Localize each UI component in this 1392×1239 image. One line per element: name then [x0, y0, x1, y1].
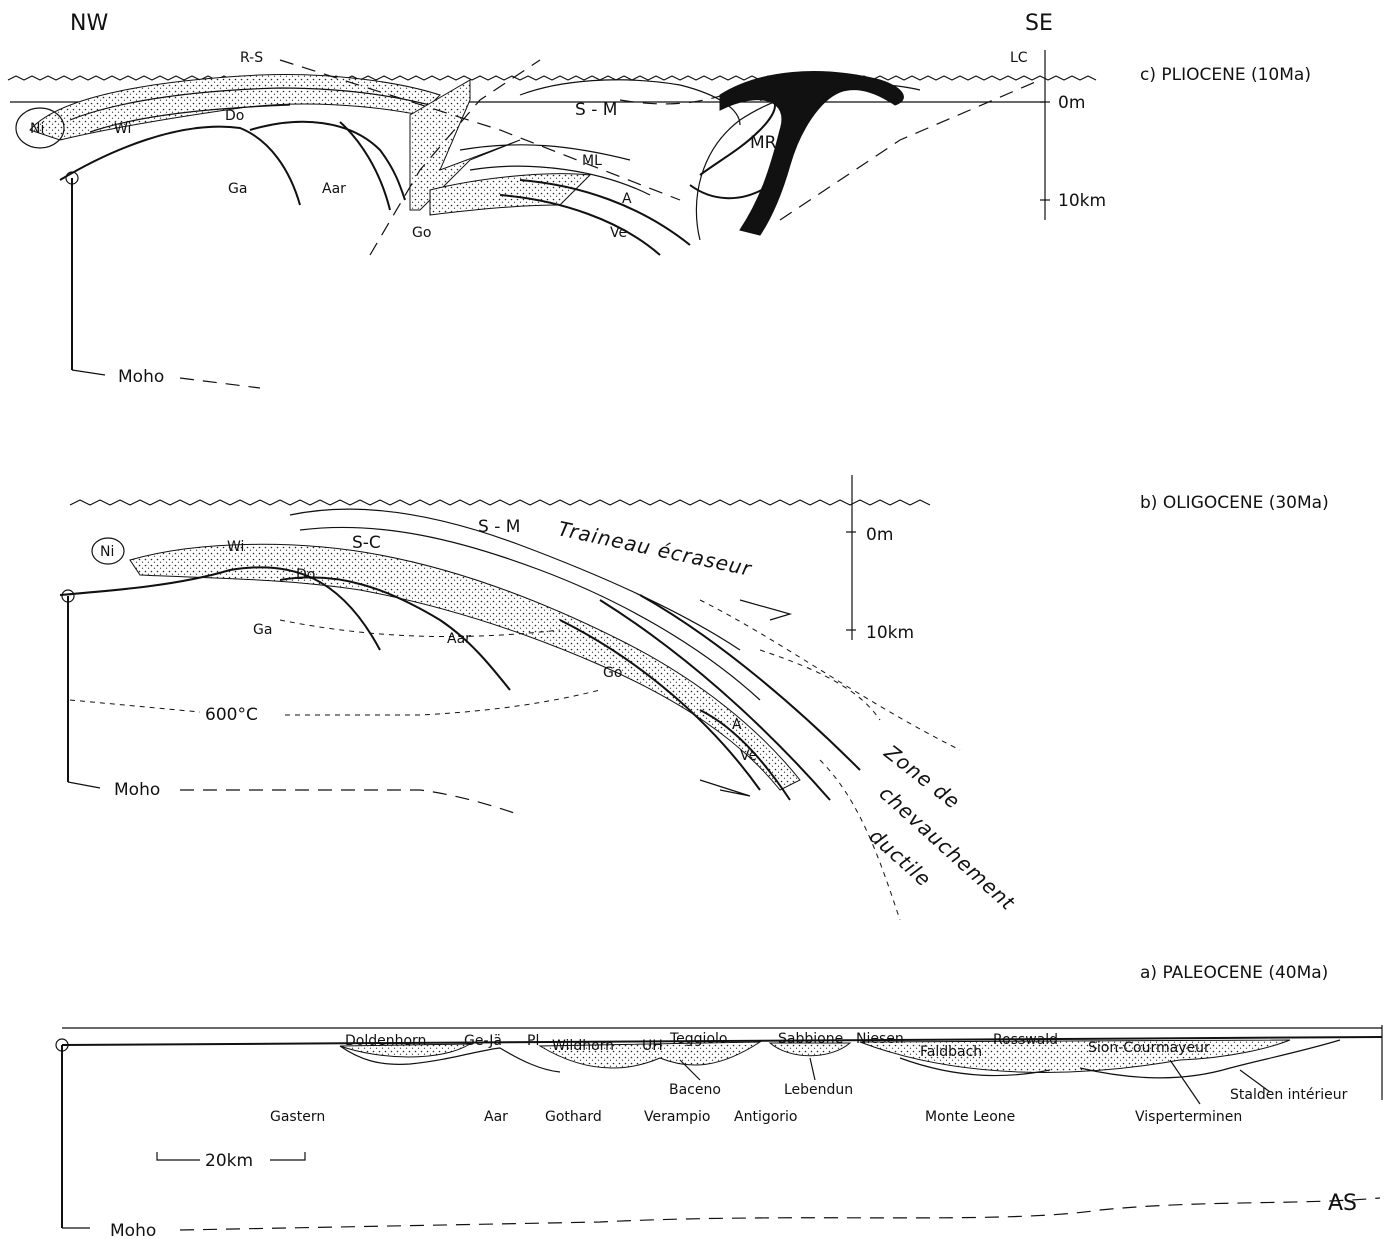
panel-c-label-do: Do [225, 108, 244, 124]
panel-a-label-baceno: Baceno [669, 1082, 721, 1098]
panel-c-label-rs: R-S [240, 50, 263, 66]
panel-a-label-uh: UH [642, 1038, 663, 1054]
panel-a-label-sion: Sion-Courmayeur [1088, 1040, 1210, 1056]
panel-c-scale-depth: 10km [1058, 191, 1106, 211]
panel-b-label-ve: Ve [740, 748, 757, 764]
panel-b-scale-zero: 0m [866, 525, 893, 545]
panel-b-moho: Moho [114, 780, 160, 800]
panel-b-label-a: A [732, 717, 742, 733]
panel-a-label-monteleone: Monte Leone [925, 1109, 1015, 1125]
panel-c-label-mr: MR [750, 133, 777, 153]
panel-a-label-doldenhorn: Doldenhorn [345, 1033, 426, 1049]
panel-b-nappe-pile [130, 544, 800, 790]
panel-c-label-lc: LC [1010, 50, 1028, 66]
panel-b-label-ni: Ni [100, 544, 114, 560]
panel-a-label-wildhorn: Wildhorn [552, 1038, 614, 1054]
panel-a-label-verampio: Verampio [644, 1109, 710, 1125]
panel-c-moho: Moho [118, 367, 164, 387]
panel-a-label-gastern: Gastern [270, 1109, 325, 1125]
panel-c-label-ml: ML [582, 153, 602, 169]
panel-a-scale-bar-left [157, 1152, 200, 1160]
panel-c-mr-fold [720, 72, 903, 235]
panel-a-scale-bar-right [270, 1152, 305, 1160]
panel-a-scale-label: 20km [205, 1151, 253, 1171]
panel-a-signature: AS [1328, 1191, 1357, 1216]
panel-c-label-wi: Wi [114, 121, 131, 137]
panel-b-moho-line [180, 790, 520, 815]
panel-b-arrow-bottom [700, 780, 750, 796]
panel-c-moho-line [180, 378, 260, 388]
panel-b-isotherm-left [70, 700, 200, 712]
panel-b-label-do: Do [296, 567, 315, 583]
panel-a-label-teggiolo: Teggiolo [669, 1031, 727, 1047]
panel-a-label-aar: Aar [484, 1109, 508, 1125]
panel-b-label-wi: Wi [227, 539, 244, 555]
panel-a-label-faldbach: Faldbach [920, 1044, 982, 1060]
panel-a-label-pl: Pl [527, 1033, 539, 1049]
se-label: SE [1025, 11, 1053, 36]
panel-c-label-sm: S - M [575, 100, 617, 120]
panel-b-topography [70, 500, 930, 505]
panel-a-title: a) PALEOCENE (40Ma) [1140, 963, 1328, 983]
panel-b-label-sc: S-C [352, 533, 381, 553]
panel-a-label-geja: Ge-Jä [464, 1033, 502, 1049]
panel-a-label-lebendun: Lebendun [784, 1082, 853, 1098]
panel-b-isotherm: 600°C [205, 705, 258, 725]
panel-c-label-aar: Aar [322, 181, 346, 197]
panel-b: b) OLIGOCENE (30Ma) 0m 10km 600°C Moho [60, 475, 1329, 920]
nw-label: NW [70, 11, 108, 36]
panel-c-gastern-dome [60, 127, 300, 205]
panel-a-label-niesen: Niesen [856, 1031, 904, 1047]
panel-c-topography [8, 76, 1096, 80]
panel-a-label-rosswald: Rosswald [993, 1032, 1058, 1048]
panel-c-label-ni: Ni [30, 121, 44, 137]
panel-c-scale-zero: 0m [1058, 93, 1085, 113]
panel-c-label-go: Go [412, 225, 431, 241]
panel-b-label-aar: Aar [447, 631, 471, 647]
panel-b-title: b) OLIGOCENE (30Ma) [1140, 493, 1329, 513]
panel-c-label-ga: Ga [228, 181, 247, 197]
panel-a-label-sabbione: Sabbione [778, 1031, 843, 1047]
panel-c-label-a: A [622, 191, 632, 207]
panel-a: a) PALEOCENE (40Ma) Moho 20km AS Doldenh… [56, 963, 1382, 1239]
panel-a-label-stalden: Stalden intérieur [1230, 1087, 1348, 1103]
panel-a-label-visp: Visperterminen [1135, 1109, 1242, 1125]
panel-a-label-gothard: Gothard [545, 1109, 602, 1125]
panel-b-label-go: Go [603, 665, 622, 681]
panel-b-scale-depth: 10km [866, 623, 914, 643]
panel-b-label-sm: S - M [478, 517, 520, 537]
panel-c-label-ve: Ve [610, 225, 627, 241]
panel-b-arrow-top [740, 600, 790, 620]
panel-a-moho-line [180, 1198, 1380, 1230]
panel-b-label-ga: Ga [253, 622, 272, 638]
panel-c-title: c) PLIOCENE (10Ma) [1140, 65, 1311, 85]
panel-a-moho: Moho [110, 1221, 156, 1239]
panel-a-label-antigorio: Antigorio [734, 1109, 798, 1125]
panel-b-isotherm-right [285, 690, 600, 715]
panel-c: c) PLIOCENE (10Ma) 0m 10km [8, 50, 1311, 388]
